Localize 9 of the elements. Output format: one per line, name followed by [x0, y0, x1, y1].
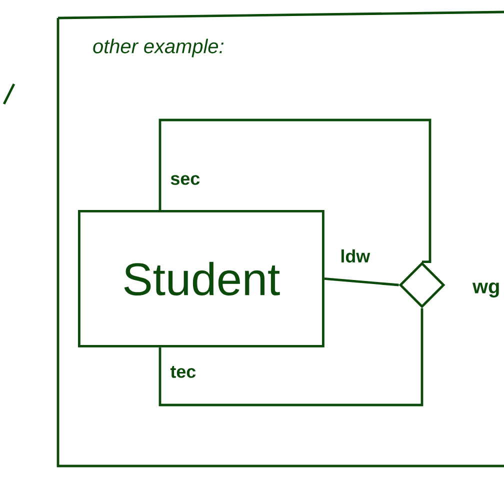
edge-label: tec: [169, 365, 198, 379]
connector-line: [158, 118, 432, 263]
heading: other example:: [93, 38, 224, 58]
relationship-label: wg: [472, 282, 499, 298]
connector-line: [324, 278, 399, 286]
edge-label: ldw: [339, 248, 372, 264]
connector-line: [158, 308, 424, 406]
entity-box: Student: [78, 210, 324, 348]
edge-label: sec: [169, 174, 202, 186]
